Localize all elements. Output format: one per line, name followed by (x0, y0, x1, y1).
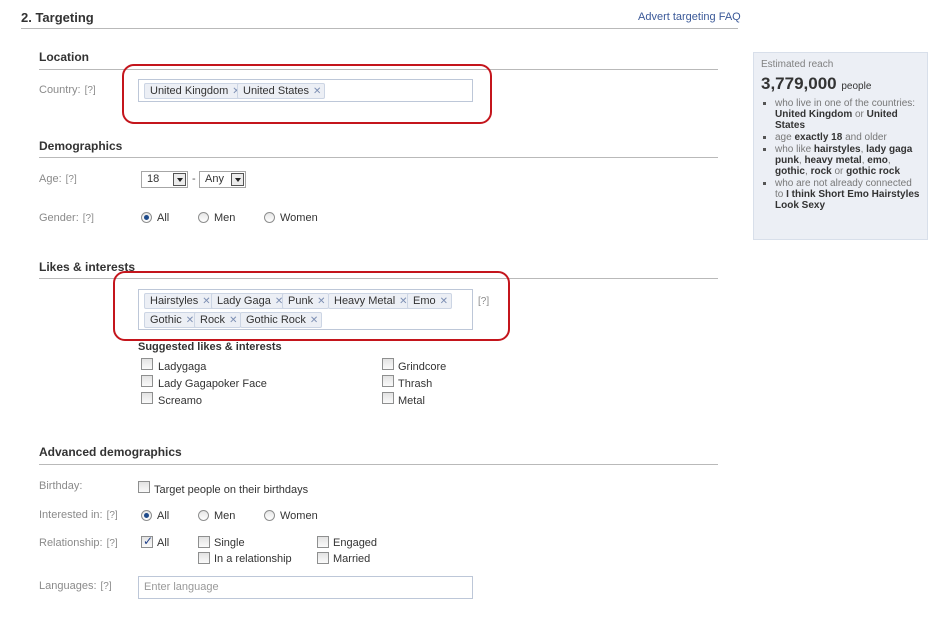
close-icon[interactable]: ✕ (309, 315, 319, 326)
suggested-label[interactable]: Thrash (398, 378, 433, 390)
country-help[interactable]: [?] (84, 85, 96, 96)
relationship-label: Relationship:[?] (39, 537, 118, 549)
location-divider (39, 69, 718, 70)
interested-in-label: Interested in:[?] (39, 509, 118, 521)
interest-token: Gothic Rock✕ (240, 312, 323, 328)
suggested-checkbox[interactable] (382, 358, 394, 370)
close-icon[interactable]: ✕ (313, 86, 322, 97)
languages-label: Languages:[?] (39, 580, 112, 592)
suggested-label[interactable]: Screamo (158, 395, 203, 407)
age-min-select[interactable]: 18 (141, 171, 188, 188)
gender-men-radio[interactable] (198, 212, 209, 223)
demographics-divider (39, 157, 718, 158)
suggested-checkbox[interactable] (141, 392, 153, 404)
reach-count: 3,779,000 people (761, 74, 872, 93)
interested-men-label[interactable]: Men (214, 510, 236, 522)
suggested-checkbox[interactable] (141, 375, 153, 387)
relationship-married-label[interactable]: Married (333, 553, 371, 565)
gender-all-label[interactable]: All (157, 212, 170, 224)
reach-heading: Estimated reach (761, 59, 834, 70)
gender-women-radio[interactable] (264, 212, 275, 223)
header-divider (21, 28, 738, 29)
close-icon[interactable]: ✕ (274, 296, 284, 307)
relationship-single-label[interactable]: Single (214, 537, 245, 549)
interested-help[interactable]: [?] (106, 510, 118, 521)
birthday-option-label[interactable]: Target people on their birthdays (154, 484, 309, 496)
age-label: Age:[?] (39, 173, 77, 185)
gender-women-label[interactable]: Women (280, 212, 318, 224)
interests-section-title: Likes & interests (39, 260, 136, 274)
relationship-married-checkbox[interactable] (317, 552, 329, 564)
interested-all-label[interactable]: All (157, 510, 170, 522)
interested-all-radio[interactable] (141, 510, 152, 521)
interested-women-label[interactable]: Women (280, 510, 318, 522)
interest-token: Heavy Metal✕ (328, 293, 412, 309)
advanced-section-title: Advanced demographics (39, 445, 182, 459)
chevron-down-icon (231, 173, 244, 186)
suggested-checkbox[interactable] (382, 392, 394, 404)
reach-criteria-list: who live in one of the countries: United… (761, 98, 920, 211)
suggested-label[interactable]: Metal (398, 395, 425, 407)
reach-criteria-item: age exactly 18 and older (761, 132, 920, 143)
birthday-label: Birthday: (39, 480, 83, 492)
interested-women-radio[interactable] (264, 510, 275, 521)
suggested-interests-title: Suggested likes & interests (138, 341, 282, 353)
suggested-checkbox[interactable] (141, 358, 153, 370)
country-token: United States✕ (237, 83, 326, 99)
reach-criteria-item: who are not already connected to I think… (761, 178, 920, 211)
location-section-title: Location (39, 50, 89, 64)
languages-help[interactable]: [?] (100, 581, 112, 592)
close-icon[interactable]: ✕ (317, 296, 326, 307)
reach-unit: people (841, 81, 872, 92)
chevron-down-icon (173, 173, 186, 186)
close-icon[interactable]: ✕ (232, 86, 240, 97)
relationship-engaged-checkbox[interactable] (317, 536, 329, 548)
interest-token: Rock✕ (194, 312, 242, 328)
language-input[interactable]: Enter language (138, 576, 473, 599)
close-icon[interactable]: ✕ (399, 296, 408, 307)
relationship-engaged-label[interactable]: Engaged (333, 537, 378, 549)
age-help[interactable]: [?] (65, 174, 77, 185)
close-icon[interactable]: ✕ (229, 315, 238, 326)
close-icon[interactable]: ✕ (439, 296, 449, 307)
page-title: 2. Targeting (21, 10, 94, 25)
gender-men-label[interactable]: Men (214, 212, 236, 224)
country-input[interactable]: United Kingdom✕ United States✕ (138, 79, 473, 102)
interests-divider (39, 278, 718, 279)
gender-help[interactable]: [?] (82, 213, 94, 224)
birthday-checkbox[interactable] (138, 481, 150, 493)
country-label: Country:[?] (39, 84, 96, 96)
age-separator: - (192, 173, 196, 185)
relationship-help[interactable]: [?] (106, 538, 118, 549)
gender-label: Gender:[?] (39, 212, 94, 224)
suggested-label[interactable]: Ladygaga (158, 361, 207, 373)
relationship-single-checkbox[interactable] (198, 536, 210, 548)
interest-token: Lady Gaga✕ (211, 293, 288, 309)
suggested-label[interactable]: Lady Gagapoker Face (158, 378, 267, 390)
relationship-all-label[interactable]: All (157, 537, 170, 549)
age-max-select[interactable]: Any (199, 171, 246, 188)
relationship-all-checkbox[interactable] (141, 534, 153, 548)
interest-token: Punk✕ (282, 293, 330, 309)
interest-token: Emo✕ (407, 293, 453, 309)
close-icon[interactable]: ✕ (185, 315, 195, 326)
demographics-section-title: Demographics (39, 139, 123, 153)
targeting-faq-link[interactable]: Advert targeting FAQ (638, 11, 741, 23)
highlight-ring (113, 271, 510, 341)
relationship-in-relationship-label[interactable]: In a relationship (214, 553, 292, 565)
relationship-in-relationship-checkbox[interactable] (198, 552, 210, 564)
gender-all-radio[interactable] (141, 212, 152, 223)
suggested-checkbox[interactable] (382, 375, 394, 387)
reach-criteria-item: who like hairstyles, lady gaga punk, hea… (761, 144, 920, 177)
reach-criteria-item: who live in one of the countries: United… (761, 98, 920, 131)
suggested-label[interactable]: Grindcore (398, 361, 447, 373)
interests-help[interactable]: [?] (478, 296, 490, 307)
highlight-ring (122, 64, 492, 124)
advanced-divider (39, 464, 718, 465)
interested-men-radio[interactable] (198, 510, 209, 521)
country-token: United Kingdom✕ (144, 83, 245, 99)
estimated-reach-panel: Estimated reach 3,779,000 people who liv… (753, 52, 928, 240)
close-icon[interactable]: ✕ (202, 296, 211, 307)
interests-input[interactable]: Hairstyles✕ Lady Gaga✕ Punk✕ Heavy Metal… (138, 289, 473, 330)
